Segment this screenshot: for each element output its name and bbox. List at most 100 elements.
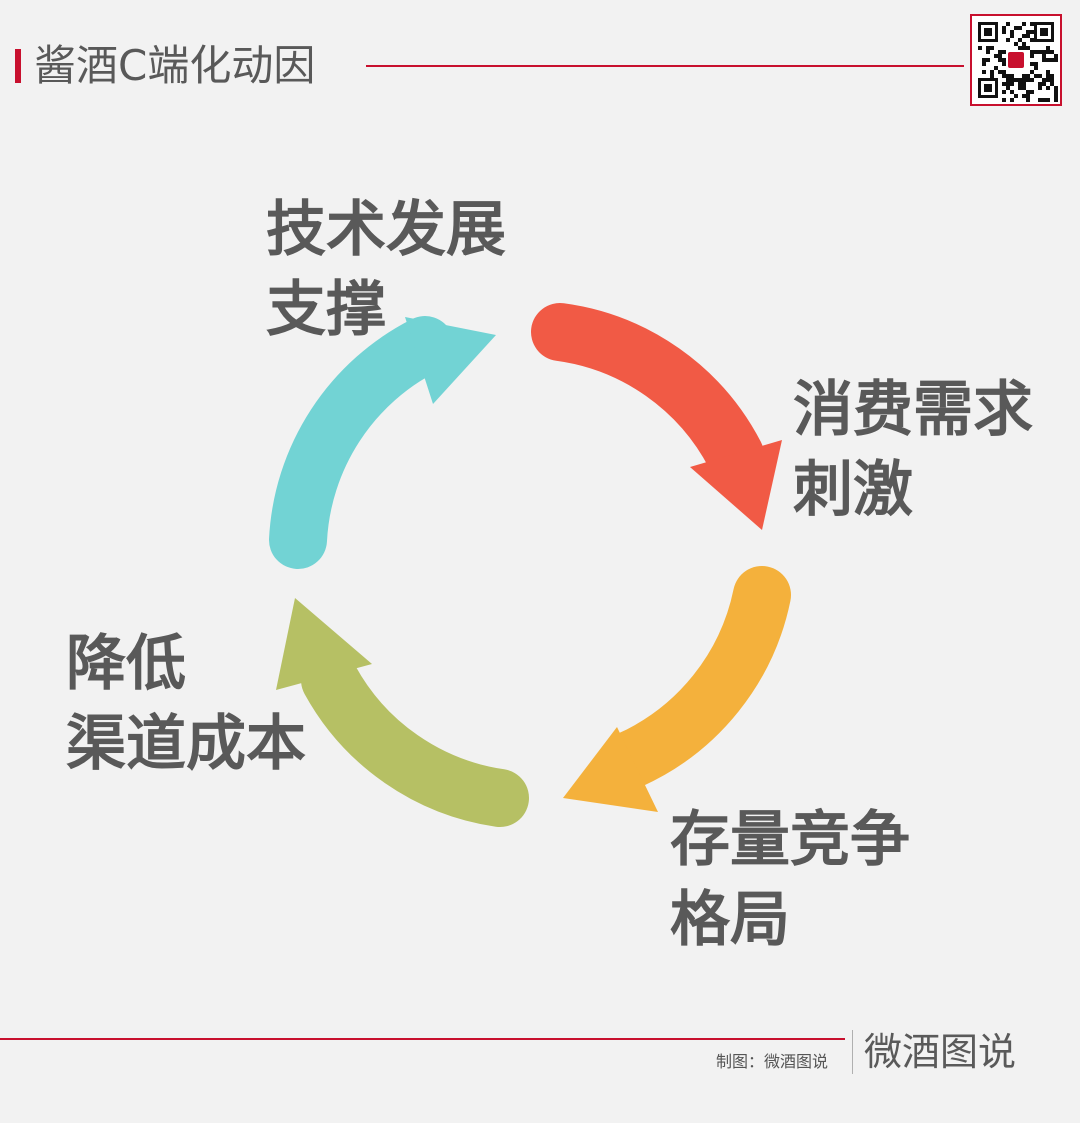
qr-module — [1038, 74, 1042, 78]
qr-module — [1010, 30, 1014, 34]
qr-module — [982, 70, 986, 74]
qr-module — [1022, 94, 1026, 98]
cycle-label-line: 支撑 — [266, 275, 386, 345]
qr-module — [982, 58, 986, 62]
qr-module — [1018, 78, 1022, 82]
qr-module — [1038, 50, 1042, 54]
qr-module — [1010, 98, 1014, 102]
qr-module — [1042, 50, 1046, 54]
qr-module — [998, 70, 1002, 74]
qr-module — [1006, 74, 1010, 78]
qr-module — [1050, 82, 1054, 86]
qr-module — [1022, 46, 1026, 50]
qr-module — [1002, 50, 1006, 54]
qr-module — [1026, 90, 1030, 94]
footer-credit: 制图：微酒图说 — [716, 1052, 829, 1071]
cycle-label-line: 存量竞争 — [670, 805, 910, 875]
qr-module — [1010, 90, 1014, 94]
qr-module — [1030, 30, 1034, 34]
qr-module — [1022, 42, 1026, 46]
qr-module — [1038, 86, 1042, 90]
qr-module — [1034, 50, 1038, 54]
qr-module — [1038, 98, 1042, 102]
qr-module — [1018, 86, 1022, 90]
qr-module — [1018, 82, 1022, 86]
qr-module — [1050, 74, 1054, 78]
qr-module — [1018, 38, 1022, 42]
qr-module — [1054, 98, 1058, 102]
header-accent-bar — [15, 49, 21, 83]
qr-module — [1006, 22, 1010, 26]
qr-module — [1014, 94, 1018, 98]
qr-module — [990, 74, 994, 78]
qr-module — [1022, 34, 1026, 38]
header-divider — [366, 65, 964, 67]
qr-module — [1002, 98, 1006, 102]
qr-module — [986, 50, 990, 54]
qr-module — [1042, 58, 1046, 62]
qr-module — [1054, 58, 1058, 62]
cycle-label-line: 渠道成本 — [66, 709, 306, 779]
qr-module — [1002, 58, 1006, 62]
qr-module — [1010, 34, 1014, 38]
qr-module — [1046, 86, 1050, 90]
qr-module — [978, 46, 982, 50]
cycle-arrowhead-stock — [563, 727, 658, 812]
qr-module — [990, 46, 994, 50]
qr-module — [1054, 54, 1058, 58]
cycle-arrow-tech — [269, 316, 454, 569]
qr-module — [1046, 46, 1050, 50]
qr-module — [1018, 26, 1022, 30]
qr-module — [1026, 74, 1030, 78]
qr-module — [998, 54, 1002, 58]
cycle-label-line: 刺激 — [793, 455, 913, 525]
page-title: 酱酒C端化动因 — [34, 41, 316, 90]
qr-module — [1046, 78, 1050, 82]
qr-module — [1026, 34, 1030, 38]
qr-module — [1010, 74, 1014, 78]
qr-module — [986, 46, 990, 50]
qr-module — [1030, 22, 1034, 26]
qr-module — [1006, 82, 1010, 86]
brand-logo: 微酒图说 — [864, 1030, 1017, 1074]
cycle-label-stock: 存量竞争 格局 — [670, 800, 910, 960]
qr-module — [998, 50, 1002, 54]
qr-module — [1006, 78, 1010, 82]
qr-module — [1006, 38, 1010, 42]
cycle-label-line: 技术发展 — [266, 195, 506, 265]
qr-module — [986, 58, 990, 62]
cycle-label-line: 消费需求 — [793, 375, 1033, 445]
qr-module — [1042, 82, 1046, 86]
qr-module — [1026, 98, 1030, 102]
qr-module — [1054, 86, 1058, 90]
qr-module — [1030, 90, 1034, 94]
qr-module — [1038, 82, 1042, 86]
cycle-label-line: 格局 — [670, 885, 790, 955]
qr-module — [1022, 82, 1026, 86]
qr-module — [1030, 62, 1034, 66]
qr-module — [1030, 50, 1034, 54]
qr-module — [1002, 30, 1006, 34]
cycle-label-cost: 降低 渠道成本 — [66, 624, 306, 784]
qr-module — [1002, 70, 1006, 74]
qr-module — [994, 54, 998, 58]
qr-module — [998, 58, 1002, 62]
qr-module — [1006, 86, 1010, 90]
cycle-label-demand: 消费需求 刺激 — [793, 370, 1033, 530]
footer-separator — [852, 1030, 853, 1074]
qr-module — [1002, 62, 1006, 66]
qr-module — [1050, 50, 1054, 54]
qr-module — [1046, 58, 1050, 62]
qr-module — [1026, 78, 1030, 82]
qr-module — [1014, 78, 1018, 82]
qr-module — [1034, 62, 1038, 66]
qr-module — [1050, 78, 1054, 82]
qr-module — [982, 62, 986, 66]
footer-divider — [0, 1038, 845, 1040]
qr-module — [1054, 90, 1058, 94]
cycle-label-tech: 技术发展 支撑 — [266, 190, 506, 350]
qr-module — [1046, 74, 1050, 78]
qr-module — [1022, 86, 1026, 90]
qr-module — [1042, 54, 1046, 58]
cycle-arrow-cost — [301, 651, 529, 827]
